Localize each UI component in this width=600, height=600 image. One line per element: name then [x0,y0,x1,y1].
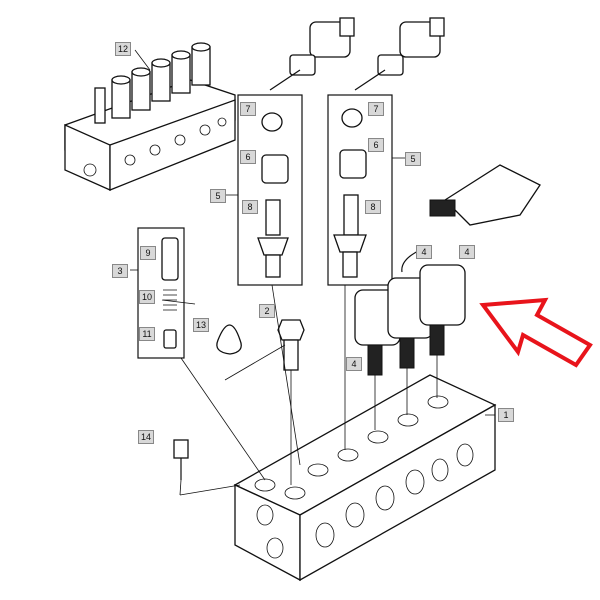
callout-14: 14 [138,430,154,444]
kit-box-5-left [237,94,303,286]
temperature-sensor-14 [173,439,189,480]
check-valve-2 [277,319,305,371]
callout-4: 4 [416,245,432,259]
callout-11: 11 [139,327,155,341]
solenoid-coil-left [269,17,355,91]
callout-5: 5 [405,152,421,166]
callout-6: 6 [240,150,256,164]
callout-5: 5 [210,189,226,203]
callout-13: 13 [193,318,209,332]
kit-box-3 [137,227,185,359]
callout-9: 9 [140,246,156,260]
proportional-valves-4 [354,164,541,376]
callout-8: 8 [365,200,381,214]
callout-3: 3 [112,264,128,278]
callout-8: 8 [242,200,258,214]
main-manifold-1 [233,374,497,582]
callout-2: 2 [259,304,275,318]
cartridge-left [257,112,289,278]
relief-valve-parts [161,237,179,349]
cartridge-right [333,108,367,278]
callout-12: 12 [115,42,131,56]
callout-4: 4 [459,245,475,259]
solenoid-coil-right [354,17,445,91]
seal-kit-bag [216,324,242,355]
kit-box-5-right [327,94,393,286]
highlight-arrow [479,297,593,368]
assembly-lines [130,157,495,496]
valve-block-assembly-12 [64,42,236,192]
callout-10: 10 [139,290,155,304]
callout-7: 7 [240,102,256,116]
callout-6: 6 [368,138,384,152]
callout-4: 4 [346,357,362,371]
callout-1: 1 [498,408,514,422]
callout-7: 7 [368,102,384,116]
